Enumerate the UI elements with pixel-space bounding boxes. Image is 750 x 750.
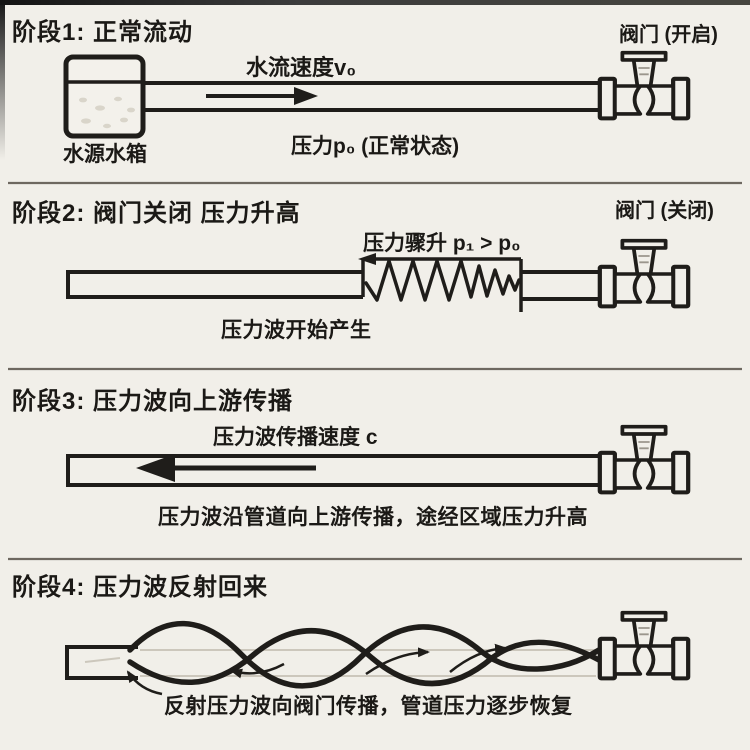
flow-arrow-icon	[206, 87, 318, 105]
pressure-zone-box	[358, 253, 523, 312]
stage3-caption: 压力波沿管道向上游传播，途经区域压力升高	[158, 506, 588, 529]
pressure-normal-label: 压力p₀ (正常状态)	[291, 135, 460, 158]
stage2-graphics	[66, 241, 688, 312]
pipe-stage1	[141, 81, 601, 112]
valve-open-label: 阀门 (开启)	[619, 24, 718, 46]
valve-icon-stage4	[600, 613, 688, 679]
pressure-surge-label: 压力骤升 p₁ > p₀	[363, 232, 521, 255]
reflected-wave-icon	[127, 620, 602, 689]
image-edge-artifact-left	[0, 0, 5, 160]
image-edge-artifact-top	[0, 0, 750, 5]
valve-icon-closed	[600, 241, 688, 307]
valve-icon-stage3	[600, 427, 688, 493]
upstream-wave-arrow-icon	[136, 454, 316, 482]
wave-speed-label: 压力波传播速度 c	[213, 426, 378, 449]
stage4-graphics	[65, 613, 688, 696]
water-tank-icon	[63, 54, 146, 139]
flow-velocity-label: 水流速度v₀	[246, 55, 357, 80]
tank-label: 水源水箱	[63, 143, 147, 166]
stage2-caption: 压力波开始产生	[221, 319, 372, 342]
pressure-wave-zigzag-icon	[364, 259, 521, 302]
pipe-stage3	[66, 454, 600, 487]
stage4-title: 阶段4: 压力波反射回来	[12, 574, 269, 601]
stage3-title: 阶段3: 压力波向上游传播	[12, 388, 294, 415]
stage1-title: 阶段1: 正常流动	[12, 19, 194, 46]
pipe-stage2-right	[521, 270, 600, 301]
pipe-stage2-left	[66, 270, 363, 299]
stage1-graphics	[63, 53, 688, 139]
stage2-title: 阶段2: 阀门关闭 压力升高	[12, 200, 301, 227]
stage3-graphics	[66, 427, 688, 493]
wave-direction-arrows	[126, 643, 507, 696]
valve-closed-label: 阀门 (关闭)	[615, 200, 714, 222]
stage4-caption: 反射压力波向阀门传播，管道压力逐步恢复	[164, 695, 573, 718]
pipe-stage4-stub	[65, 645, 138, 680]
valve-icon-open	[600, 53, 688, 119]
